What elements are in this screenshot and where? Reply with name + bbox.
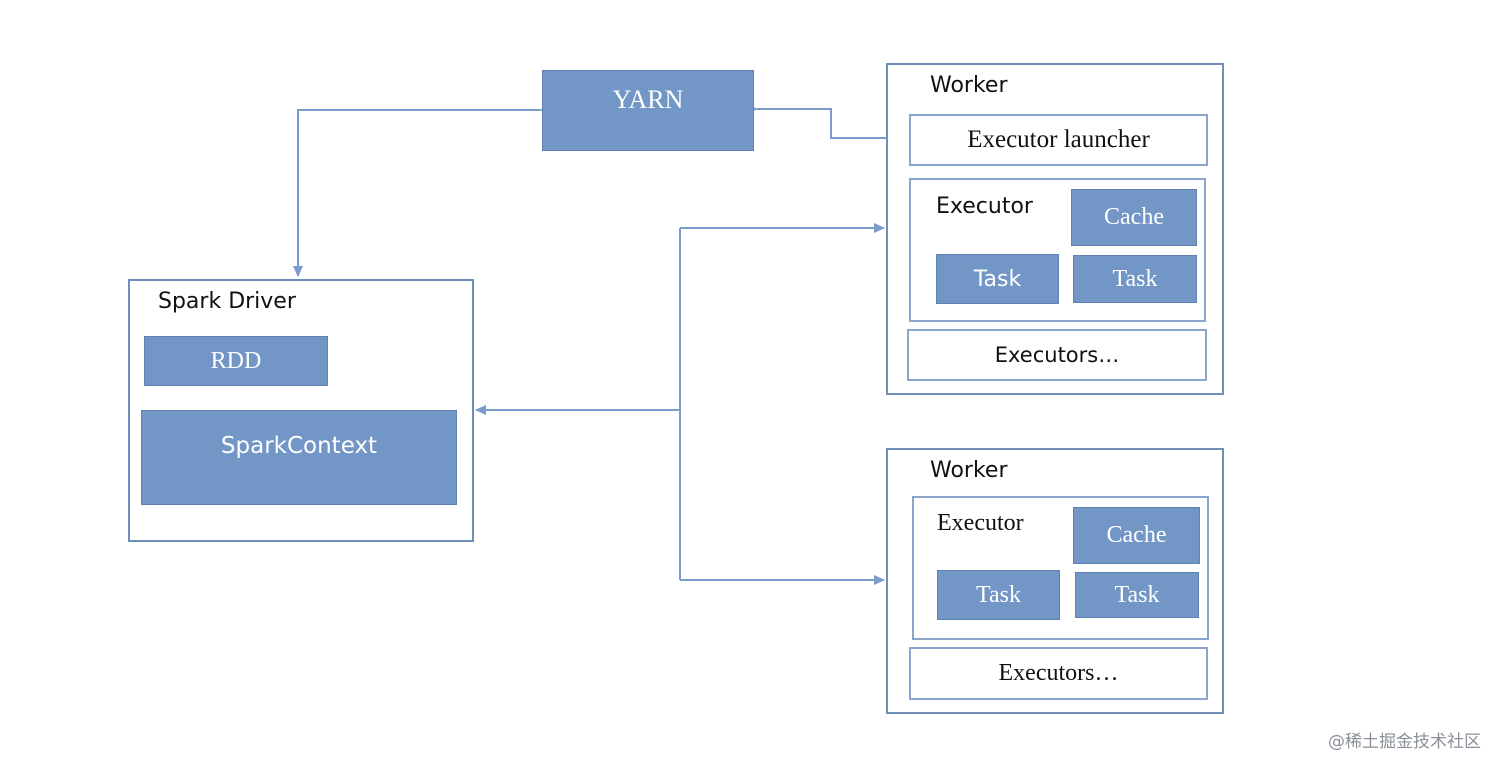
- spark-context-label: SparkContext: [220, 433, 378, 459]
- executor-label-1: Executor: [936, 194, 1033, 219]
- task-box-2b: Task: [1075, 572, 1199, 618]
- executor-launcher-box: Executor launcher: [909, 114, 1208, 166]
- worker-title-2: Worker: [930, 458, 1008, 483]
- cache-label-1: Cache: [1104, 204, 1164, 230]
- spark-driver-title: Spark Driver: [158, 289, 296, 314]
- executor-box-1: Executor Cache Task Task: [909, 178, 1206, 322]
- yarn-label: YARN: [612, 85, 684, 114]
- task-box-2a: Task: [937, 570, 1060, 620]
- cache-box-1: Cache: [1071, 189, 1197, 246]
- task-box-1b: Task: [1073, 255, 1197, 303]
- task-label-2b: Task: [1114, 581, 1160, 608]
- rdd-box: RDD: [144, 336, 328, 386]
- worker-box-2: Worker Executor Cache Task Task Executor…: [886, 448, 1224, 714]
- worker-title-1: Worker: [930, 73, 1008, 98]
- spark-context-box: SparkContext: [141, 410, 457, 505]
- watermark: @稀土掘金技术社区: [1328, 732, 1481, 752]
- cache-box-2: Cache: [1073, 507, 1200, 564]
- executors-more-box-1: Executors…: [907, 329, 1207, 381]
- yarn-launcher-arrow: [747, 104, 906, 143]
- executor-launcher-label: Executor launcher: [967, 126, 1150, 153]
- spark-driver-box: Spark Driver RDD SparkContext: [128, 279, 474, 542]
- executor-box-2: Executor Cache Task Task: [912, 496, 1209, 640]
- rdd-label: RDD: [210, 347, 262, 374]
- executors-more-label-1: Executors…: [994, 343, 1120, 367]
- task-box-1a: Task: [936, 254, 1059, 304]
- executors-more-box-2: Executors…: [909, 647, 1208, 700]
- executors-more-label-2: Executors…: [998, 660, 1119, 686]
- worker-box-1: Worker Executor launcher Executor Cache …: [886, 63, 1224, 395]
- yarn-driver-arrow: [293, 105, 550, 277]
- yarn-box: YARN: [542, 70, 754, 151]
- cache-label-2: Cache: [1106, 522, 1167, 548]
- task-label-1a: Task: [973, 266, 1022, 292]
- task-label-1b: Task: [1112, 265, 1158, 292]
- executor-label-2: Executor: [937, 510, 1024, 536]
- task-label-2a: Task: [976, 581, 1021, 608]
